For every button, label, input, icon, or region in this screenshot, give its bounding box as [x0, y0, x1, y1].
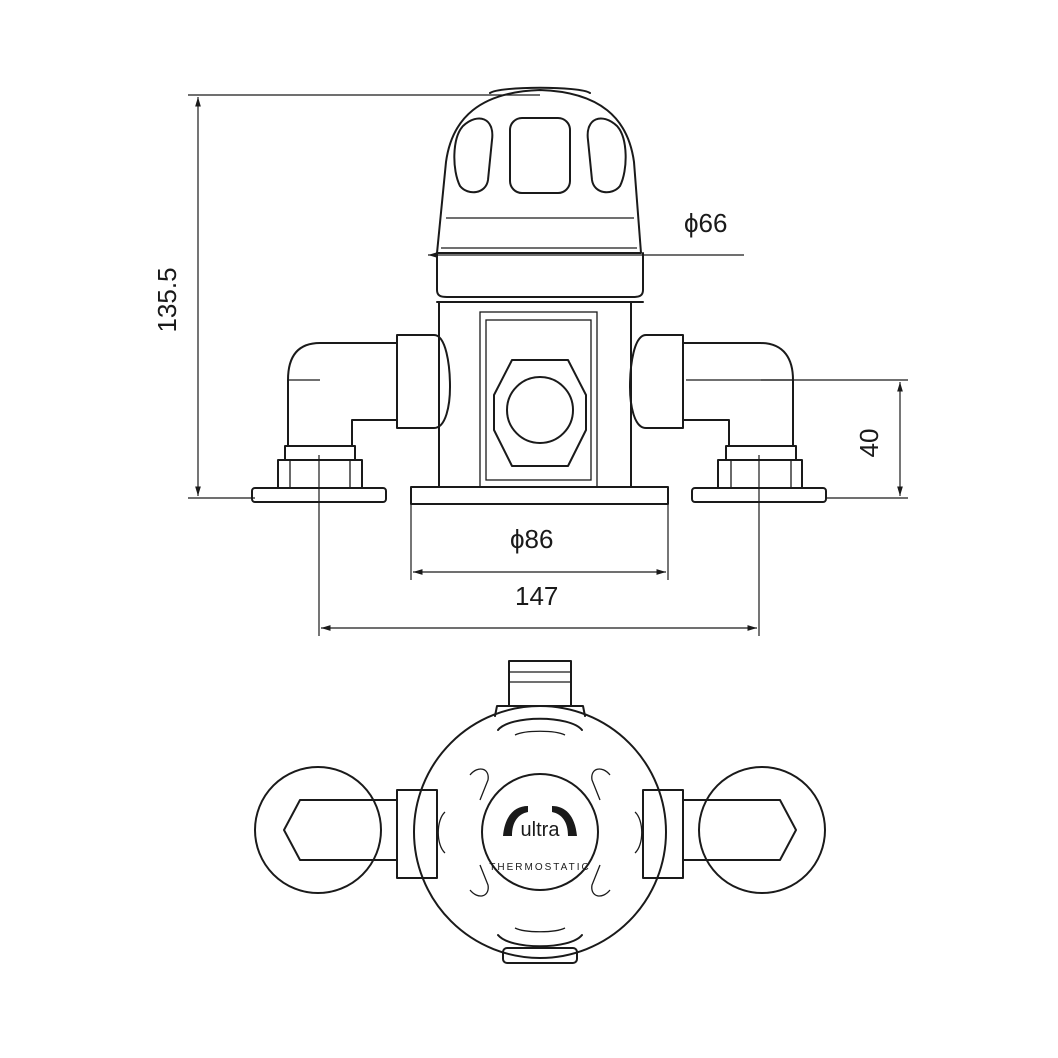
outlet-height-dimension: 40 [686, 379, 908, 499]
plan-view: ultra THERMOSTATIC [254, 660, 826, 964]
left-inlet [251, 334, 451, 503]
centre-cap [481, 773, 599, 891]
base-diameter-dimension: ϕ86 [410, 504, 669, 580]
height-dimension-label: 135.5 [152, 267, 182, 332]
handle-collar [436, 252, 644, 303]
inlet-centres-dimension: 147 [318, 455, 760, 636]
thermostatic-text: THERMOSTATIC [489, 862, 590, 873]
grip-slots [437, 717, 643, 964]
left-inlet-plan [254, 766, 438, 894]
handle-diameter-label: ϕ66 [684, 208, 727, 238]
brand-text: ultra [521, 819, 561, 841]
front-elevation: 135.5 ϕ66 40 ϕ86 147 [152, 86, 908, 636]
outlet-height-label: 40 [854, 429, 884, 458]
inlet-centres-label: 147 [515, 581, 558, 611]
right-inlet-plan [642, 766, 826, 894]
right-inlet [629, 334, 827, 503]
ultra-logo: ultra THERMOSTATIC [489, 806, 590, 873]
temperature-handle [436, 86, 642, 254]
valve-body [438, 301, 632, 488]
height-dimension: 135.5 [152, 94, 540, 499]
handle-diameter-dimension: ϕ66 [428, 208, 744, 258]
outlet-spigot [494, 660, 586, 717]
base-diameter-label: ϕ86 [510, 524, 553, 554]
base-flange [410, 486, 669, 505]
